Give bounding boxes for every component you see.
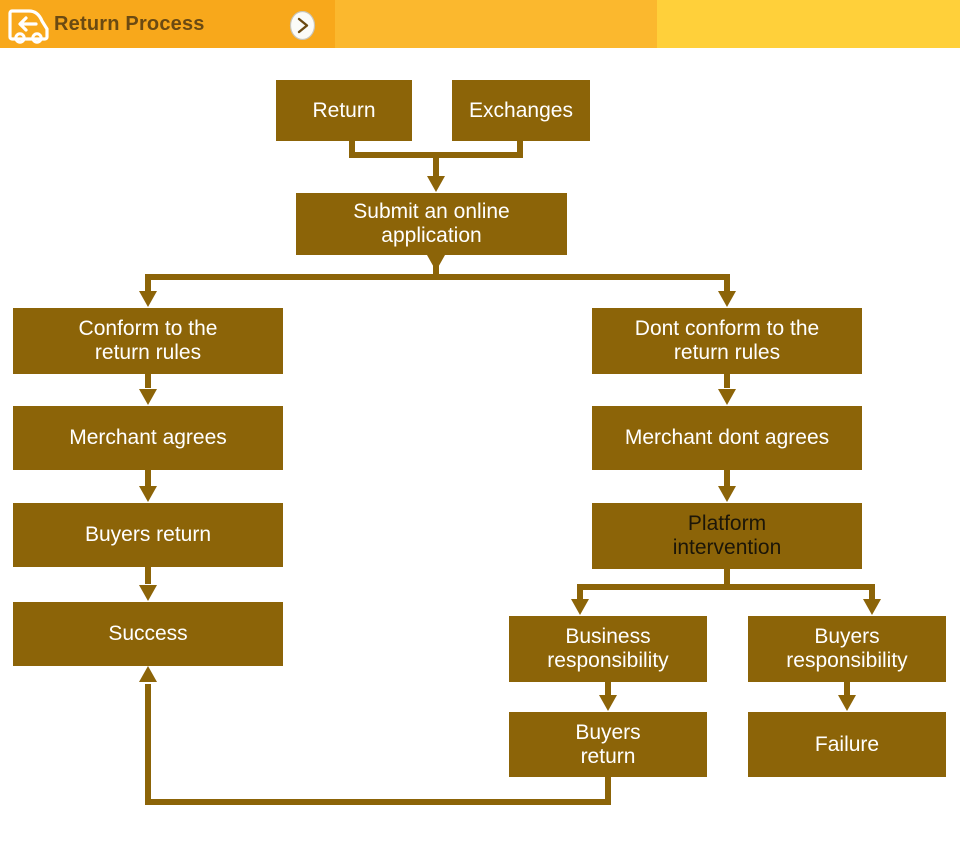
header-band-middle: [335, 0, 657, 48]
flow-node-buyers-return-left[interactable]: Buyers return: [13, 503, 283, 567]
edge-return-exchanges-merge: [349, 141, 523, 158]
flow-node-success[interactable]: Success: [13, 602, 283, 666]
flow-node-failure[interactable]: Failure: [748, 712, 946, 777]
return-truck-icon: [8, 9, 49, 44]
arrowheads: [139, 176, 881, 711]
edge-main-split-bar: [145, 274, 730, 296]
header-band-left: [0, 0, 335, 48]
flow-node-buyers-resp[interactable]: Buyers responsibility: [748, 616, 946, 682]
flow-node-platform[interactable]: Platform intervention: [592, 503, 862, 569]
flow-node-submit[interactable]: Submit an online application: [296, 193, 567, 255]
chevron-right-icon[interactable]: [288, 11, 317, 40]
header-bar: Return Process: [0, 0, 960, 48]
page-title: Return Process: [54, 13, 205, 35]
flow-node-merchant-agrees[interactable]: Merchant agrees: [13, 406, 283, 470]
flow-node-exchanges[interactable]: Exchanges: [452, 80, 590, 141]
flow-node-conform[interactable]: Conform to the return rules: [13, 308, 283, 374]
flow-node-business-resp[interactable]: Business responsibility: [509, 616, 707, 682]
header-band-right: [657, 0, 960, 48]
flow-node-return[interactable]: Return: [276, 80, 412, 141]
flow-node-dont-conform[interactable]: Dont conform to the return rules: [592, 308, 862, 374]
edge-lower-split-bar: [577, 584, 875, 606]
flow-node-buyers-return-bot[interactable]: Buyers return: [509, 712, 707, 777]
edge-feedback-loop: [145, 684, 611, 805]
flow-node-merchant-dont[interactable]: Merchant dont agrees: [592, 406, 862, 470]
